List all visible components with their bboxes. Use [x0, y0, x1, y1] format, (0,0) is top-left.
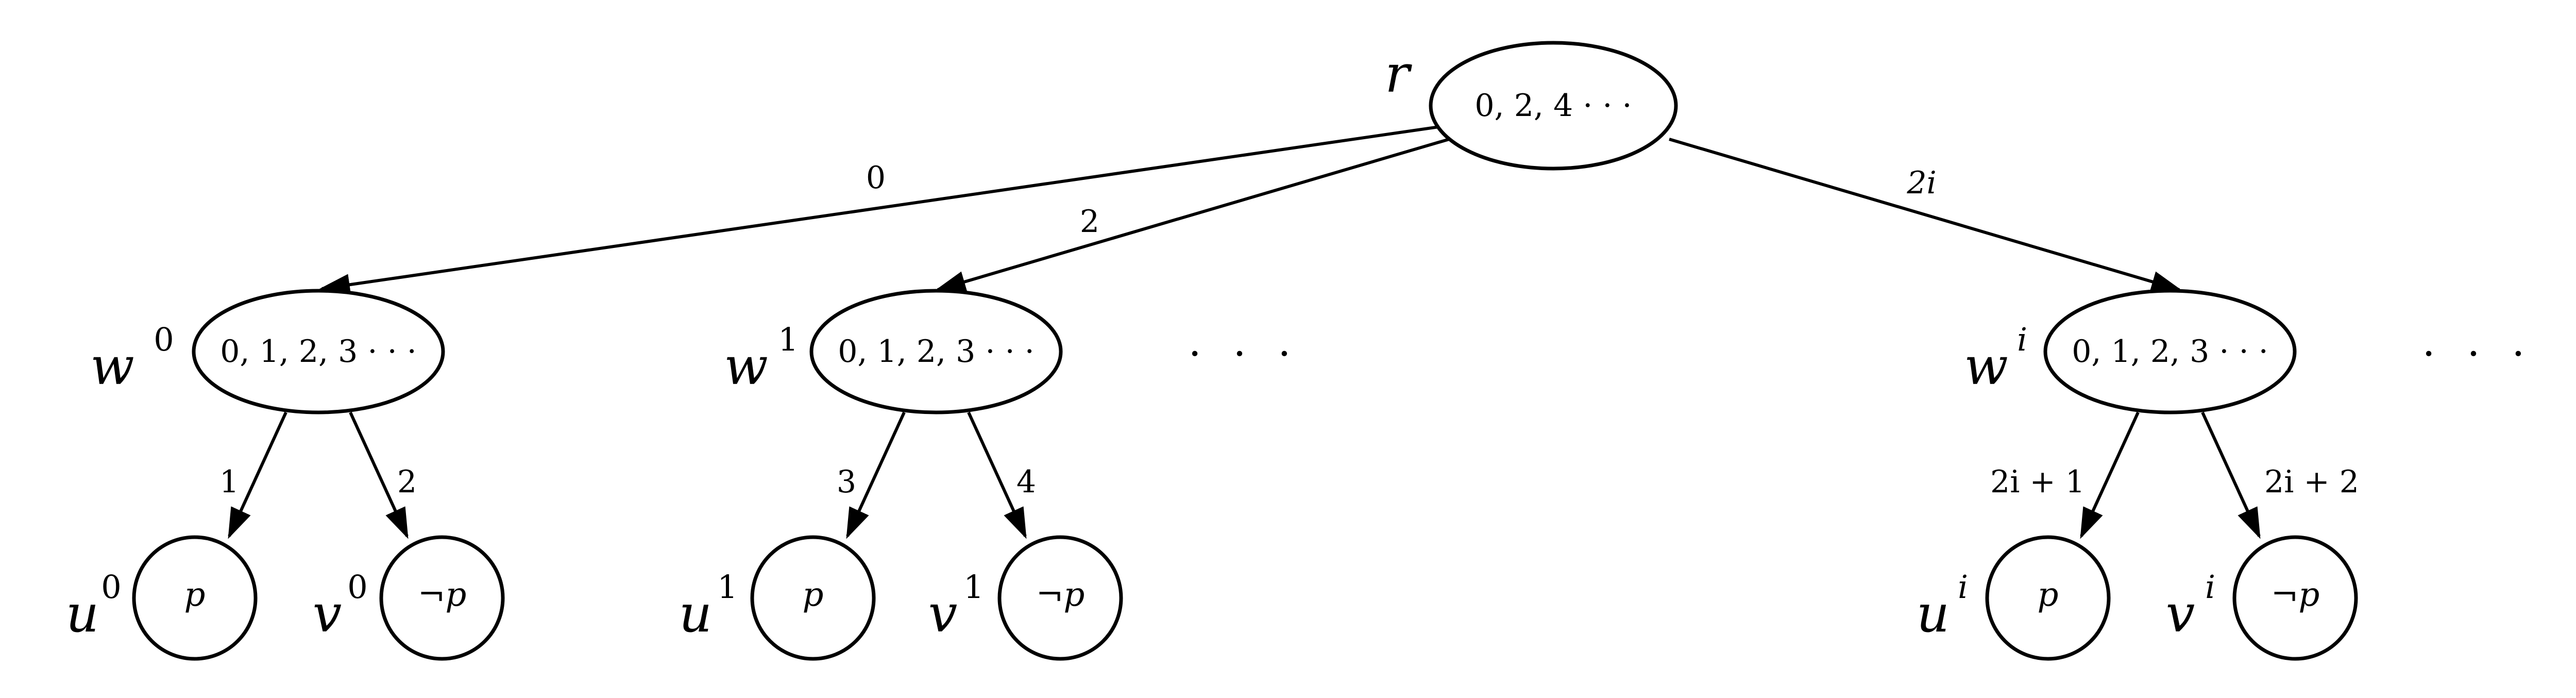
ellipsis-right: . . .: [2422, 318, 2534, 365]
edge-wi-vi: [2201, 411, 2261, 539]
vi-node-name: v: [2166, 584, 2195, 644]
w0-node-content: 0, 1, 2, 3 · · ·: [220, 334, 417, 370]
u0-node-shape: [132, 535, 258, 661]
v1-node-sup: 1: [963, 568, 984, 606]
wi-node-sup: i: [2017, 321, 2027, 358]
edge-label-r-wi: 2i: [1906, 165, 1936, 201]
edge-w1-v1: [967, 411, 1027, 539]
edge-label-r-w1: 2: [1080, 204, 1099, 240]
wi-node-content: 0, 1, 2, 3 · · ·: [2072, 334, 2268, 370]
w0-node-sup: 0: [154, 321, 174, 358]
v0-node-content: ¬p: [418, 576, 467, 614]
edge-r-w1: [935, 135, 1459, 292]
edge-w0-v0: [349, 411, 409, 539]
v0-node-shape: [379, 535, 505, 661]
edge-r-w0: [319, 125, 1443, 296]
u1-node-sup: 1: [717, 568, 737, 606]
ellipsis-middle: . . .: [1188, 318, 1300, 365]
ui-node-content: p: [2038, 576, 2059, 614]
edge-label-wi-vi: 2i + 2: [2264, 464, 2359, 500]
vi-node-sup: i: [2205, 568, 2215, 606]
v1-node-shape: [997, 535, 1123, 661]
edge-r-wi: [1669, 138, 2182, 292]
ui-node-name: u: [1917, 584, 1950, 644]
w0-node-shape: [192, 289, 445, 414]
v1-node-content: ¬p: [1036, 576, 1085, 614]
u0-node-content: p: [184, 576, 206, 614]
edge-label-w1-u1: 3: [837, 464, 856, 500]
u0-node-sup: 0: [101, 568, 121, 606]
v0-node-name: v: [313, 584, 342, 644]
root-node-name: r: [1385, 44, 1412, 104]
w1-node-shape: [809, 289, 1063, 414]
u1-node-shape: [750, 535, 876, 661]
w1-node-content: 0, 1, 2, 3 · · ·: [838, 334, 1035, 370]
w1-node-sup: 1: [778, 321, 798, 358]
wi-node-shape: [2043, 289, 2297, 414]
edge-wi-ui: [2080, 411, 2140, 539]
w0-node-name: w: [90, 336, 134, 396]
ui-node-shape: [1985, 535, 2111, 661]
w1-node-name: w: [724, 336, 768, 396]
edge-label-r-w0: 0: [866, 160, 886, 196]
root-node-content: 0, 2, 4 · · ·: [1475, 88, 1632, 124]
ui-node-sup: i: [1958, 568, 1968, 606]
edge-w1-u1: [846, 411, 906, 539]
edge-w0-u0: [228, 411, 287, 539]
edge-label-w1-v1: 4: [1016, 464, 1036, 500]
edge-label-wi-ui: 2i + 1: [1990, 464, 2085, 500]
u0-node-name: u: [66, 584, 99, 644]
v0-node-sup: 0: [347, 568, 367, 606]
u1-node-content: p: [803, 576, 824, 614]
vi-node-content: ¬p: [2271, 576, 2320, 614]
v1-node-name: v: [928, 584, 958, 644]
root-node-shape: [1429, 41, 1678, 171]
vi-node-shape: [2232, 535, 2358, 661]
edge-label-w0-u0: 1: [219, 464, 239, 500]
u1-node-name: u: [679, 584, 712, 644]
edge-label-w0-v0: 2: [397, 464, 417, 500]
wi-node-name: w: [1964, 336, 2008, 396]
